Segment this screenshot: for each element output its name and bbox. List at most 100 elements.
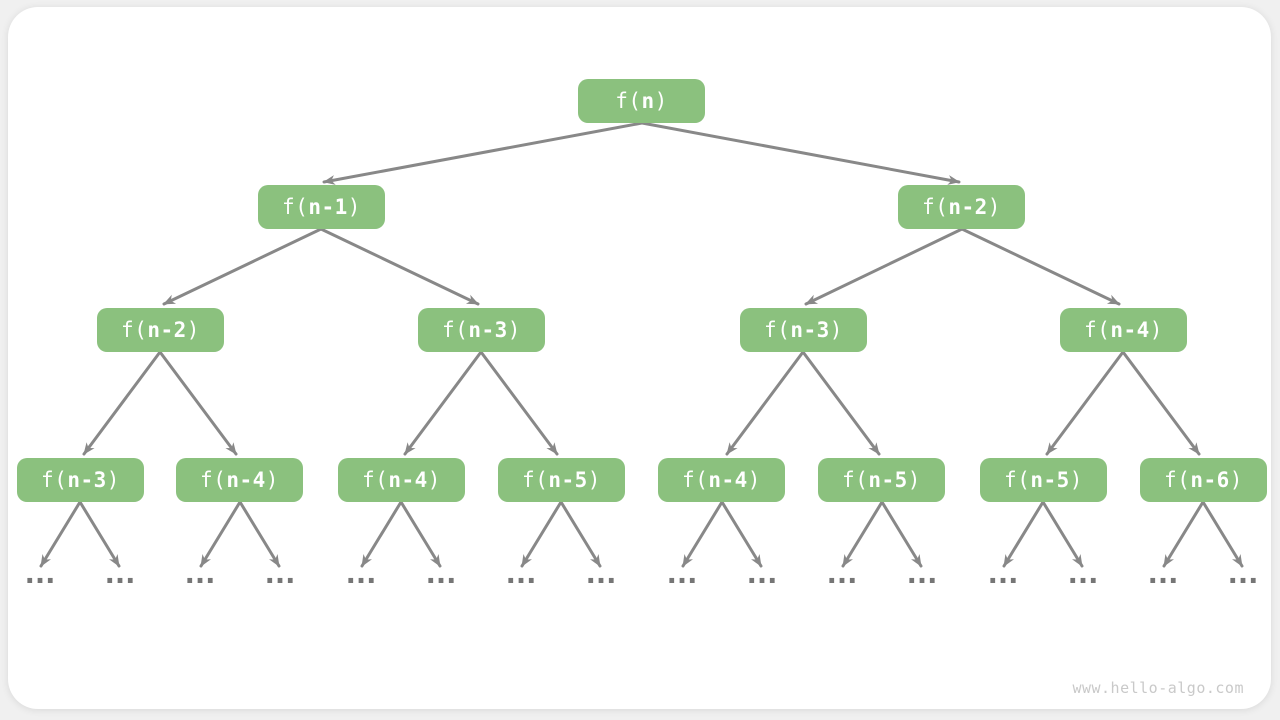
edge-arrow bbox=[880, 500, 923, 568]
node-label-part: f( bbox=[41, 468, 68, 492]
edge-arrow bbox=[1041, 500, 1084, 568]
edge-arrow bbox=[403, 350, 483, 456]
node-label-arg: n-5 bbox=[1030, 468, 1070, 492]
edge-arrow bbox=[1002, 500, 1045, 568]
ellipsis: ... bbox=[1147, 559, 1179, 590]
node-label-part: f( bbox=[522, 468, 549, 492]
node-label-arg: n-4 bbox=[226, 468, 266, 492]
node-label-arg: n-3 bbox=[468, 318, 508, 342]
edge-arrow bbox=[479, 350, 559, 456]
edge-arrow bbox=[804, 227, 964, 306]
tree-node-l4-0: f(n-3) bbox=[17, 458, 144, 502]
node-label-part: ) bbox=[507, 318, 521, 342]
node-label-arg: n-2 bbox=[147, 318, 187, 342]
node-label-part: ) bbox=[829, 318, 843, 342]
tree-node-l3-1: f(n-3) bbox=[418, 308, 545, 352]
edge-arrow bbox=[1045, 350, 1125, 456]
tree-node-root: f(n) bbox=[578, 79, 705, 123]
edge-arrow bbox=[199, 500, 242, 568]
tree-node-l2-0: f(n-1) bbox=[258, 185, 385, 229]
node-label-part: ) bbox=[186, 318, 200, 342]
edge-arrow bbox=[319, 227, 480, 306]
node-label-part: f( bbox=[922, 195, 949, 219]
edge-arrow bbox=[238, 500, 281, 568]
node-label-part: ) bbox=[987, 195, 1001, 219]
node-label-part: f( bbox=[442, 318, 469, 342]
ellipsis: ... bbox=[826, 559, 858, 590]
node-label-arg: n-4 bbox=[1110, 318, 1150, 342]
ellipsis: ... bbox=[1227, 559, 1259, 590]
node-label-part: f( bbox=[121, 318, 148, 342]
node-label-part: f( bbox=[1004, 468, 1031, 492]
ellipsis: ... bbox=[987, 559, 1019, 590]
tree-node-l4-2: f(n-4) bbox=[338, 458, 465, 502]
node-label-part: f( bbox=[1084, 318, 1111, 342]
node-label-part: ) bbox=[907, 468, 921, 492]
node-label-part: ) bbox=[347, 195, 361, 219]
ellipsis: ... bbox=[505, 559, 537, 590]
tree-node-l2-1: f(n-2) bbox=[898, 185, 1025, 229]
ellipsis: ... bbox=[345, 559, 377, 590]
edge-arrow bbox=[360, 500, 403, 568]
node-label-part: f( bbox=[200, 468, 227, 492]
node-label-part: f( bbox=[682, 468, 709, 492]
node-label-arg: n-2 bbox=[948, 195, 988, 219]
edge-arrow bbox=[640, 121, 961, 185]
node-label-arg: n-6 bbox=[1190, 468, 1230, 492]
node-label-arg: n-1 bbox=[308, 195, 348, 219]
node-label-arg: n-4 bbox=[708, 468, 748, 492]
edge-arrow bbox=[801, 350, 881, 456]
ellipsis: ... bbox=[425, 559, 457, 590]
edge-arrow bbox=[960, 227, 1121, 306]
node-label-part: ) bbox=[106, 468, 120, 492]
edge-arrow bbox=[1121, 350, 1201, 456]
tree-node-l4-4: f(n-4) bbox=[658, 458, 785, 502]
edge-arrow bbox=[162, 227, 323, 306]
edge-arrow bbox=[559, 500, 602, 568]
edge-arrow bbox=[720, 500, 763, 568]
watermark-text: www.hello-algo.com bbox=[1072, 679, 1244, 697]
edge-arrow bbox=[78, 500, 121, 568]
node-label-part: f( bbox=[1164, 468, 1191, 492]
ellipsis: ... bbox=[746, 559, 778, 590]
tree-node-l4-6: f(n-5) bbox=[980, 458, 1107, 502]
node-label-part: ) bbox=[265, 468, 279, 492]
edge-arrow bbox=[1162, 500, 1205, 568]
edge-arrow bbox=[39, 500, 82, 568]
node-label-part: ) bbox=[587, 468, 601, 492]
node-label-part: ) bbox=[1069, 468, 1083, 492]
node-label-part: f( bbox=[615, 89, 642, 113]
node-label-part: ) bbox=[1229, 468, 1243, 492]
ellipsis: ... bbox=[666, 559, 698, 590]
node-label-arg: n-3 bbox=[790, 318, 830, 342]
node-label-arg: n-5 bbox=[868, 468, 908, 492]
node-label-part: f( bbox=[842, 468, 869, 492]
tree-node-l3-0: f(n-2) bbox=[97, 308, 224, 352]
tree-node-l4-1: f(n-4) bbox=[176, 458, 303, 502]
ellipsis: ... bbox=[24, 559, 56, 590]
ellipsis: ... bbox=[1067, 559, 1099, 590]
ellipsis: ... bbox=[264, 559, 296, 590]
ellipsis: ... bbox=[906, 559, 938, 590]
node-label-arg: n-5 bbox=[548, 468, 588, 492]
edge-arrow bbox=[322, 121, 644, 185]
node-label-part: f( bbox=[282, 195, 309, 219]
edge-arrow bbox=[841, 500, 884, 568]
edge-arrow bbox=[725, 350, 805, 456]
node-label-part: ) bbox=[1149, 318, 1163, 342]
edge-arrow bbox=[520, 500, 563, 568]
node-label-part: f( bbox=[764, 318, 791, 342]
tree-node-l3-3: f(n-4) bbox=[1060, 308, 1187, 352]
node-label-arg: n-3 bbox=[67, 468, 107, 492]
node-label-part: ) bbox=[654, 89, 668, 113]
edge-arrow bbox=[681, 500, 724, 568]
edge-arrow bbox=[158, 350, 238, 456]
tree-node-l4-7: f(n-6) bbox=[1140, 458, 1267, 502]
edge-arrow bbox=[399, 500, 442, 568]
edge-arrow bbox=[82, 350, 162, 456]
node-label-part: f( bbox=[362, 468, 389, 492]
ellipsis: ... bbox=[104, 559, 136, 590]
ellipsis: ... bbox=[184, 559, 216, 590]
